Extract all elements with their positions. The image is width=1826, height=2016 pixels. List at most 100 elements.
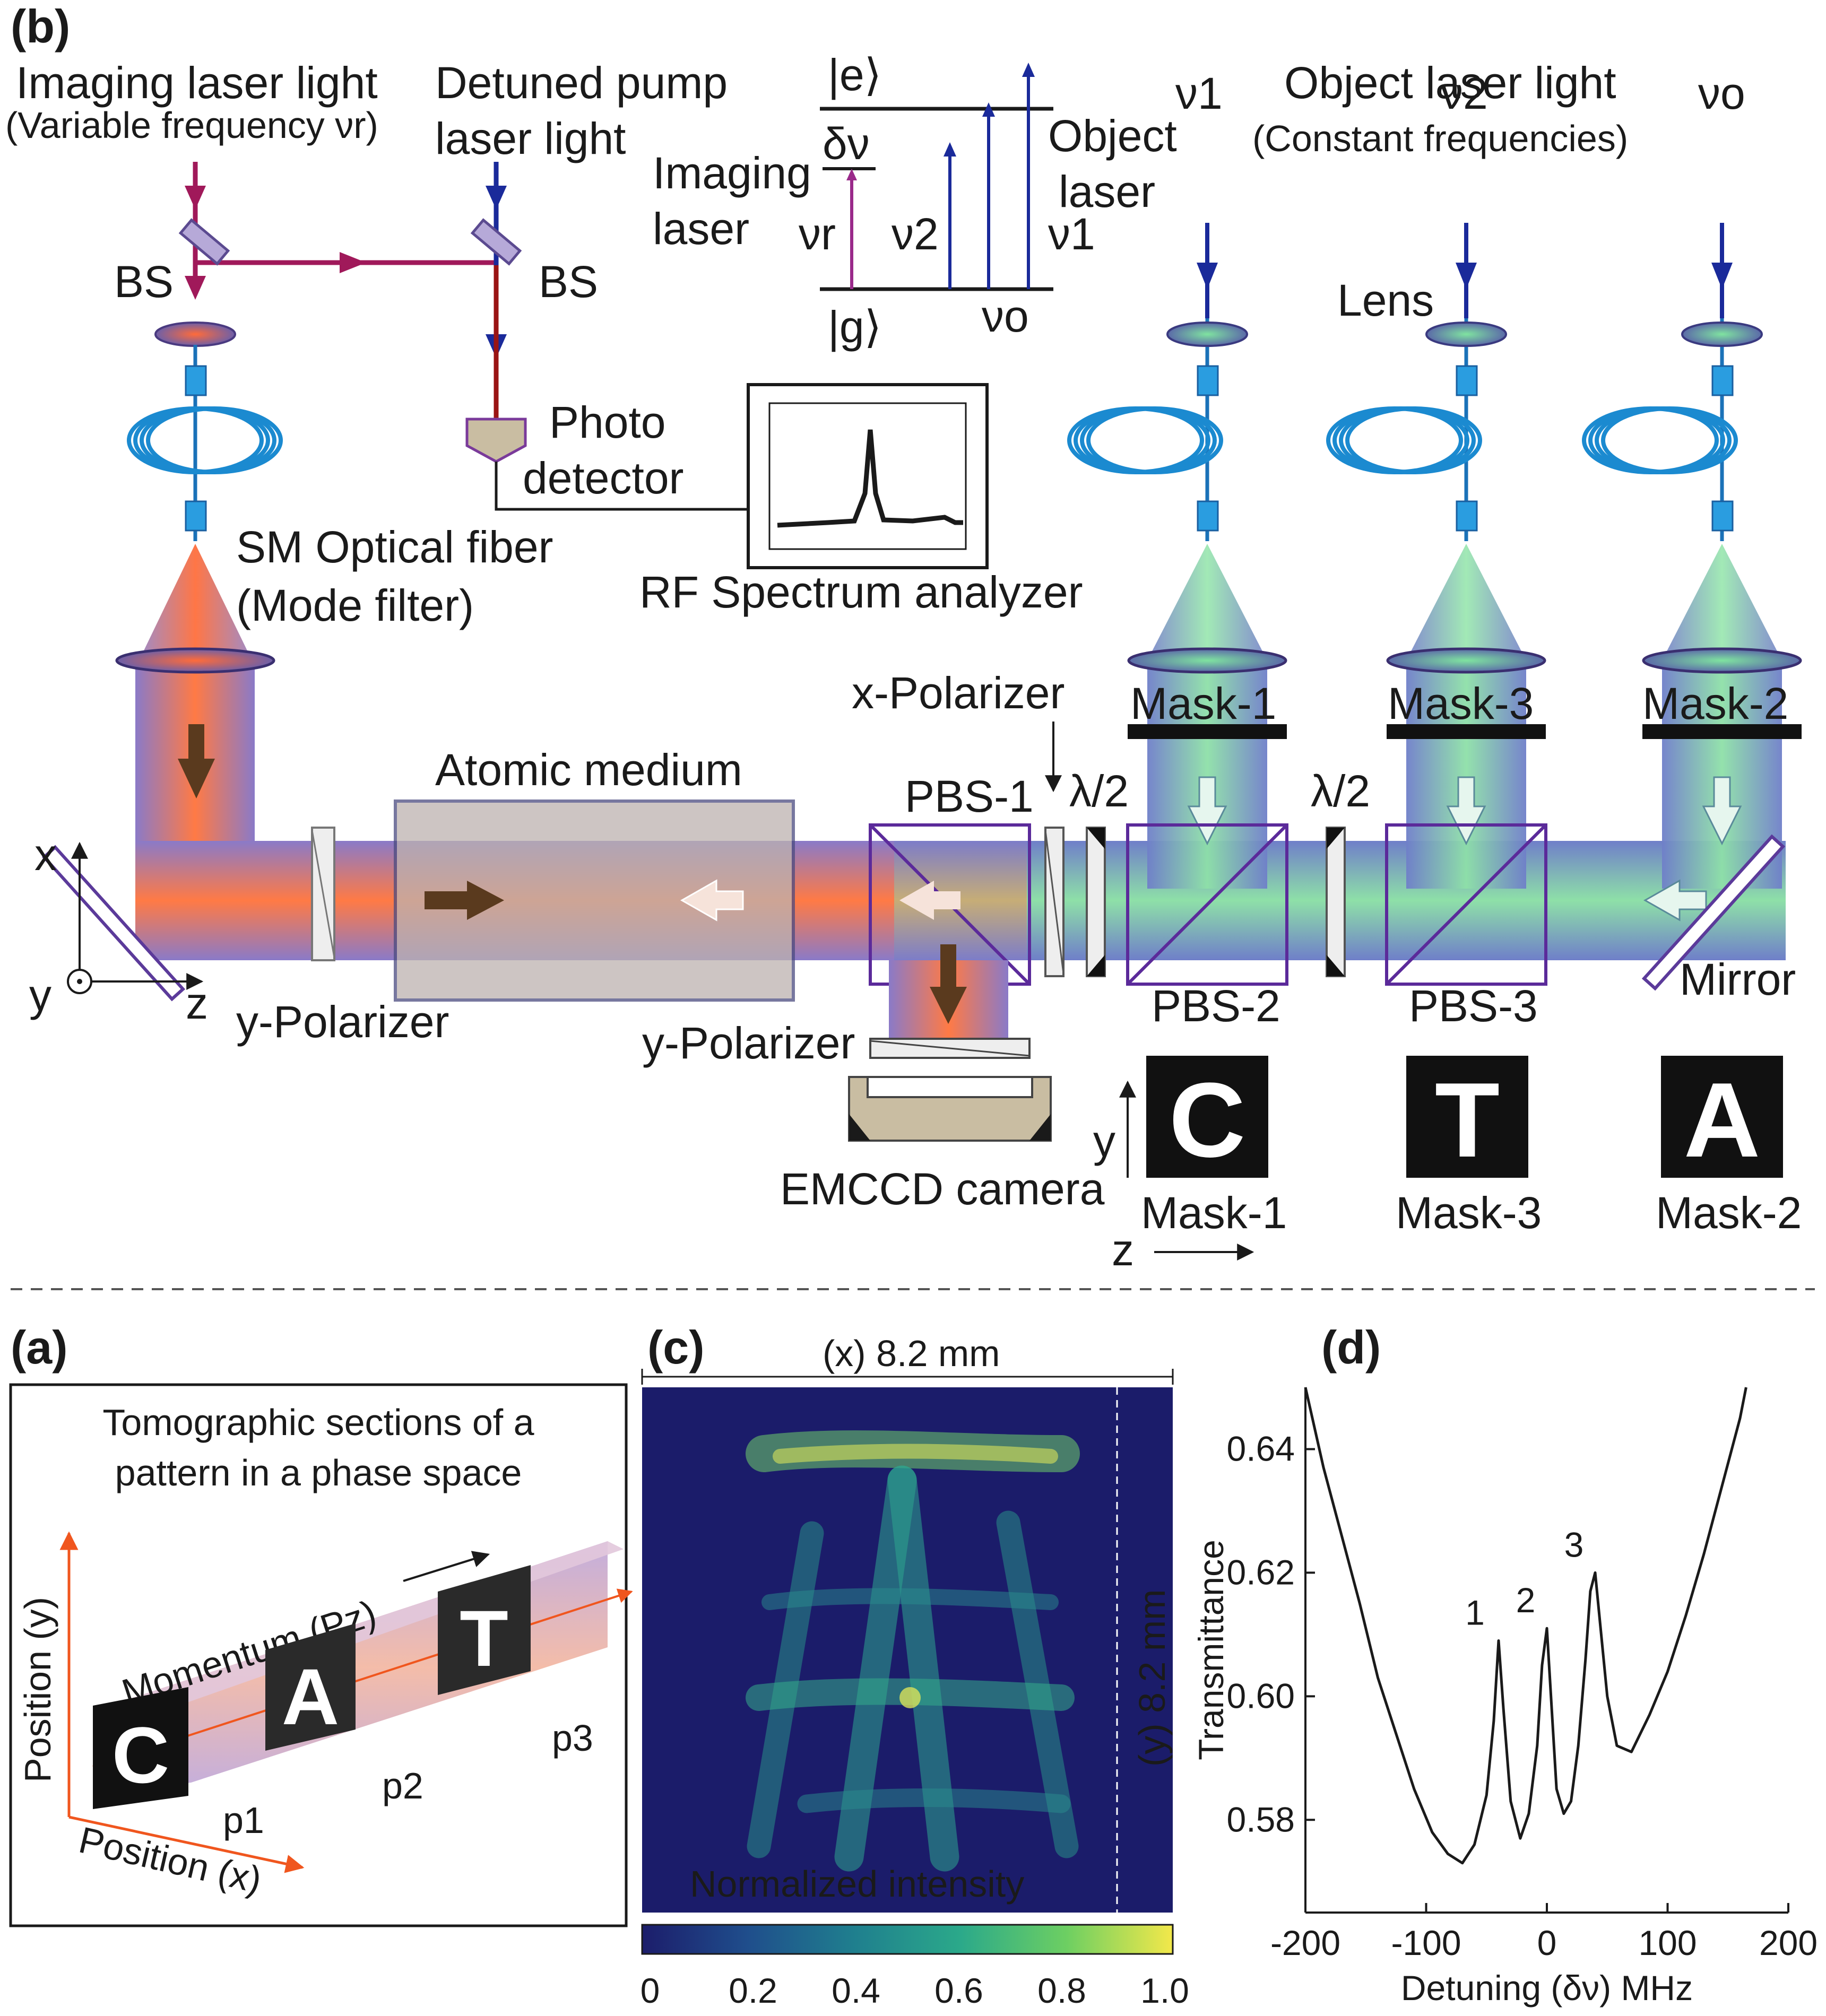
emccd-corner-left (849, 1114, 870, 1141)
axis-z-label: z (186, 978, 208, 1028)
imaging-laser-title: Imaging laser light (16, 58, 378, 108)
y-size-label: (y) 8.2 mm (1131, 1589, 1173, 1767)
x-tick-label: 0 (1537, 1923, 1557, 1962)
emccd-label: EMCCD camera (780, 1164, 1105, 1214)
pbs-3-label: PBS-3 (1409, 981, 1538, 1031)
tile-a-letter: A (282, 1652, 339, 1741)
pbs-2-label: PBS-2 (1152, 981, 1280, 1031)
mask-3-caption: Mask-3 (1396, 1188, 1542, 1238)
bs-right-label: BS (539, 257, 598, 307)
atomic-medium-label: Atomic medium (435, 745, 742, 795)
backward-beam-arrow (680, 879, 744, 922)
level-g-label: |g⟩ (828, 302, 881, 352)
x-tick-label: -100 (1391, 1923, 1461, 1962)
half-wave-plate-1-bottom (1087, 955, 1105, 976)
level-nu1-label: ν1 (1048, 209, 1095, 259)
tile-t (438, 1565, 531, 1695)
half-wave-plate-1 (1086, 827, 1106, 977)
level-nur-label: νr (799, 209, 836, 259)
bs-left-label: BS (114, 257, 174, 307)
pos-x-axis (68, 1815, 305, 1873)
mask-c-tile (1146, 1056, 1268, 1178)
pump-sub: laser light (435, 114, 626, 163)
axis-y-label: y (29, 970, 51, 1020)
half-wave-plate-2-bottom (1327, 955, 1345, 976)
tile-c (93, 1687, 188, 1809)
mask-t-tile (1406, 1056, 1528, 1178)
transition-nu2-head (944, 142, 956, 157)
level-nu2-label: ν2 (892, 209, 939, 259)
y-polarizer-left-label: y-Polarizer (236, 997, 449, 1047)
p3-label: p3 (552, 1717, 593, 1759)
mask-1-label: Mask-1 (1130, 679, 1276, 728)
nuo-label: νo (1698, 68, 1745, 118)
level-e-label: |e⟩ (828, 50, 881, 100)
object-channel-1 (1067, 223, 1288, 986)
y-tick-label: 0.60 (1227, 1676, 1295, 1715)
x-polarizer-label: x-Polarizer (852, 668, 1065, 718)
level-nuo-label: νo (982, 291, 1029, 341)
imaging-fiber-connector-bottom (185, 500, 207, 532)
half-wave-plate-2-top (1327, 828, 1345, 849)
object-laser-sub: (Constant frequencies) (1252, 118, 1628, 159)
photodetector-label-2: detector (523, 453, 684, 503)
tile-a (265, 1623, 356, 1751)
rf-spectrum-trace (777, 429, 963, 528)
tile-t-letter: T (460, 1594, 508, 1683)
emccd-corner-right (1029, 1114, 1051, 1141)
detector-cable (495, 462, 748, 511)
fiber-label-1: SM Optical fiber (236, 522, 553, 572)
fiber-label-2: (Mode filter) (236, 580, 474, 630)
y-polarizer-left-line (311, 830, 335, 958)
mask-2-label: Mask-2 (1642, 679, 1788, 728)
y-tick-label: 0.64 (1227, 1429, 1295, 1468)
pos-y-label: Position (y) (17, 1597, 58, 1783)
panel-d-tag: (d) (1321, 1321, 1381, 1374)
bs-right (470, 218, 522, 266)
half-wave-label-2: λ/2 (1311, 766, 1370, 816)
mask-3-label: Mask-3 (1388, 679, 1534, 728)
imaging-collimating-lens (115, 647, 275, 674)
level-dnu-label: δν (823, 119, 870, 169)
half-wave-plate-2 (1326, 827, 1346, 977)
y-axis-label: Transmittance (1191, 1540, 1231, 1760)
photodetector-label-1: Photo (549, 397, 666, 447)
x-tick-label: 100 (1638, 1923, 1697, 1962)
mask-t-letter: T (1435, 1061, 1500, 1179)
mask-2-caption: Mask-2 (1656, 1188, 1802, 1238)
pbs1-reflect-arrow (899, 881, 960, 920)
transmittance-series-line (1304, 1387, 1747, 1865)
pump-arrow (486, 186, 507, 210)
colorbar (641, 1924, 1174, 1955)
x-tick-label: -200 (1270, 1923, 1340, 1962)
lens-label: Lens (1337, 275, 1434, 325)
mask-c-letter: C (1169, 1061, 1245, 1179)
panel-a-title-2: pattern in a phase space (115, 1452, 522, 1493)
nu1-label: ν1 (1175, 68, 1223, 118)
panel-a-tag: (a) (11, 1321, 68, 1374)
nu2-label: ν2 (1441, 68, 1488, 118)
colorbar-tick-label: 1.0 (1140, 1971, 1189, 2010)
mask-a-tile (1661, 1056, 1783, 1178)
tile-c-letter: C (112, 1710, 169, 1800)
photodetector (465, 418, 527, 463)
ccd-caption: Normalized intensity (690, 1863, 1024, 1905)
imaging-fiber-coil (127, 406, 283, 474)
panel-c-tag: (c) (647, 1321, 705, 1374)
p1-label: p1 (223, 1800, 264, 1841)
transition-nu1-head (1022, 63, 1035, 77)
x-size-label: (x) 8.2 mm (823, 1333, 1000, 1374)
mirror-label: Mirror (1680, 954, 1796, 1004)
bs-left (178, 218, 230, 266)
momentum-arrow (403, 1551, 490, 1582)
y-tick-label: 0.58 (1227, 1800, 1295, 1839)
imaging-cone (139, 544, 252, 661)
rf-analyzer-label: RF Spectrum analyzer (639, 567, 1083, 617)
level-imaging-label-1: Imaging (653, 148, 811, 198)
colorbar-tick-label: 0.2 (729, 1971, 777, 2010)
level-object-label-2: laser (1059, 167, 1155, 216)
imaging-beam-direction-arrow (178, 724, 215, 798)
y-polarizer-camera-label: y-Polarizer (642, 1018, 855, 1068)
